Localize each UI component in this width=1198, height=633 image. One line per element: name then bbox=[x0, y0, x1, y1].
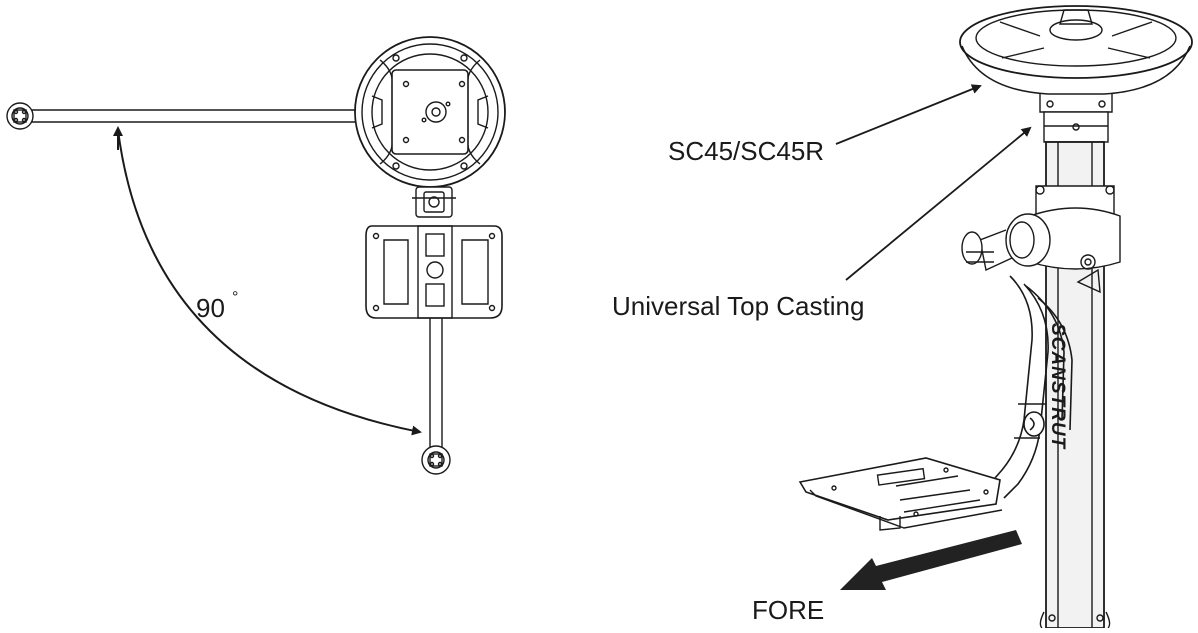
top-casting bbox=[1043, 111, 1109, 143]
fore-label: FORE bbox=[752, 595, 825, 625]
angle-arc bbox=[117, 129, 422, 436]
left-foot bbox=[6, 102, 34, 130]
brand-logo-text: SCANSTRUT bbox=[1047, 323, 1068, 450]
bottom-foot bbox=[421, 445, 451, 475]
fore-arrow bbox=[840, 530, 1022, 590]
angle-label: 90 bbox=[196, 293, 225, 323]
bracket-arms bbox=[987, 275, 1073, 499]
casting-label: Universal Top Casting bbox=[612, 291, 865, 321]
model-leader-arrow bbox=[835, 84, 982, 145]
horizontal-leg bbox=[30, 109, 362, 123]
pole-base bbox=[1039, 611, 1111, 629]
radar-dish bbox=[959, 5, 1193, 113]
neck-joint bbox=[412, 186, 456, 218]
model-label: SC45/SC45R bbox=[668, 136, 825, 166]
top-view bbox=[6, 36, 506, 475]
radar-mount-plate-top bbox=[354, 36, 506, 188]
mounting-plate bbox=[798, 457, 1003, 531]
casting-leader-arrow bbox=[845, 126, 1032, 281]
iso-view bbox=[798, 5, 1193, 629]
bracket-plate-top bbox=[365, 225, 503, 319]
swivel-joint bbox=[961, 213, 1051, 272]
pole-clamp bbox=[1029, 185, 1121, 294]
vertical-leg bbox=[429, 318, 443, 448]
degree-mark: ° bbox=[232, 289, 239, 306]
